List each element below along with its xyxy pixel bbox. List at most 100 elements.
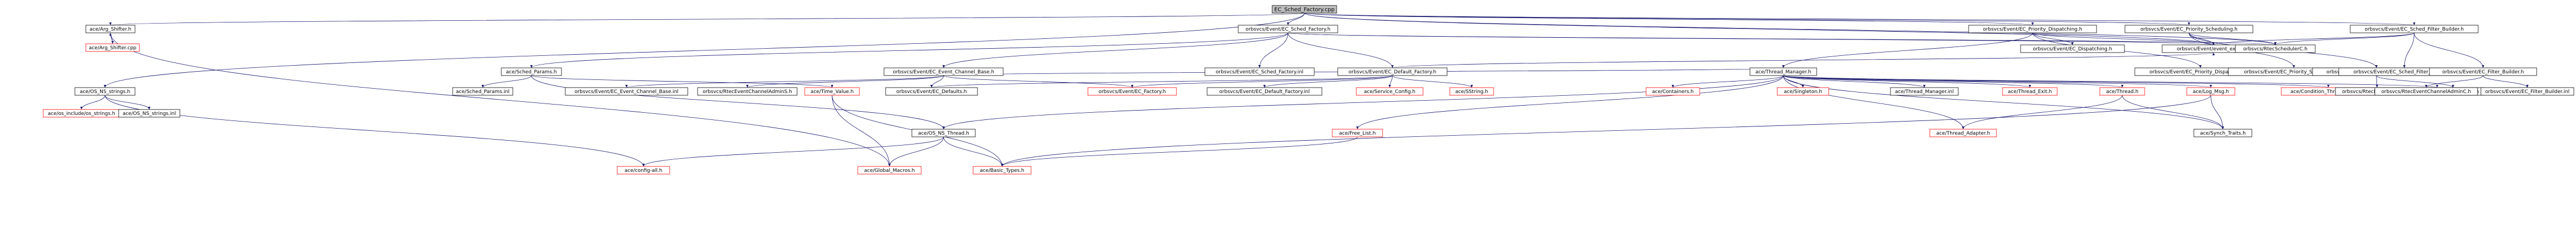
edge-ec-default-factory-h-to-ec-factory-h bbox=[1131, 75, 1393, 88]
edge-root-to-arg-shifter-h bbox=[109, 13, 1305, 26]
node-orbsvcs-event-ec-dispatching-h[interactable]: orbsvcs/Event/EC_Dispatching.h bbox=[2020, 44, 2125, 53]
edge-arg-shifter-h-to-global-macros-h bbox=[110, 32, 891, 167]
node-box bbox=[1337, 67, 1448, 76]
node-label: ace/Thread_Adapter.h bbox=[1936, 131, 1990, 136]
edge-os-ns-thread-h-to-global-macros-h bbox=[888, 136, 944, 167]
node-ace-thread-manager-h[interactable]: ace/Thread_Manager.h bbox=[1749, 67, 1817, 76]
node-ace-thread-exit-h[interactable]: ace/Thread_Exit.h bbox=[2002, 87, 2058, 96]
node-orbsvcs-event-ec-sched-filter-builder-h[interactable]: orbsvcs/Event/EC_Sched_Filter_Builder.h bbox=[2350, 25, 2479, 33]
edge-ec-scheduling-strategy-h-to-rtec-eventcommc-h bbox=[2375, 75, 2379, 88]
node-box bbox=[2235, 44, 2316, 53]
node-label: ace/OS_NS_strings.inl bbox=[122, 111, 175, 117]
edge-ec-sched-filter-builder-h-to-ec-sched-filter-builder-inl bbox=[2403, 32, 2415, 68]
node-box bbox=[85, 43, 140, 52]
node-label: ace/Sched_Params.h bbox=[506, 70, 557, 75]
node-ace-sched-params-h[interactable]: ace/Sched_Params.h bbox=[501, 67, 562, 76]
node-orbsvcs-rteceventchanneladminc-h[interactable]: orbsvcs/RtecEventChannelAdminC.h bbox=[2374, 87, 2478, 96]
edge-root-to-os-ns-strings-h bbox=[103, 13, 1305, 88]
node-orbsvcs-rtecschedulerc-h[interactable]: orbsvcs/RtecSchedulerC.h bbox=[2235, 44, 2316, 53]
edge-ec-default-factory-h-to-ec-default-factory-inl bbox=[1263, 75, 1393, 88]
node-ace-sstring-h[interactable]: ace/SString.h bbox=[1449, 87, 1494, 96]
node-label: orbsvcs/Event/EC_Default_Factory.h bbox=[1349, 70, 1436, 75]
edge-sched-params-h-to-time-value-h bbox=[531, 75, 833, 88]
node-orbsvcs-event-ec-filter-builder-inl[interactable]: orbsvcs/Event/EC_Filter_Builder.inl bbox=[2480, 87, 2574, 96]
node-box bbox=[883, 67, 1004, 76]
edge-os-ns-thread-h-to-config-all-h bbox=[642, 136, 944, 167]
node-label: orbsvcs/Event/EC_Priority_Dispatching.in… bbox=[2150, 70, 2251, 75]
node-label: ace/Thread_Exit.h bbox=[2008, 89, 2052, 95]
node-ace-os-ns-strings-inl[interactable]: ace/OS_NS_strings.inl bbox=[118, 109, 180, 118]
node-ace-sched-params-inl[interactable]: ace/Sched_Params.inl bbox=[452, 87, 513, 96]
edge-ec-event-channel-base-h-to-ec-event-channel-base-inl bbox=[625, 75, 944, 88]
node-ace-synch-traits-h[interactable]: ace/Synch_Traits.h bbox=[2193, 129, 2252, 137]
node-ace-thread-adapter-h[interactable]: ace/Thread_Adapter.h bbox=[1929, 129, 1997, 137]
node-ace-os-ns-strings-h[interactable]: ace/OS_NS_strings.h bbox=[74, 87, 136, 96]
node-label: ace/OS_NS_Thread.h bbox=[918, 131, 969, 136]
node-orbsvcs-event-ec-event-channel-base-h[interactable]: orbsvcs/Event/EC_Event_Channel_Base.h bbox=[883, 67, 1004, 76]
node-box bbox=[2099, 87, 2145, 96]
node-ace-os-ns-thread-h[interactable]: ace/OS_NS_Thread.h bbox=[911, 129, 976, 137]
node-ace-basic-types-h[interactable]: ace/Basic_Types.h bbox=[973, 166, 1032, 175]
edge-os-ns-strings-h-to-os-include-strings-h bbox=[80, 95, 106, 110]
node-label: orbsvcs/Event/EC_Sched_Filter_Builder.h bbox=[2364, 27, 2463, 32]
node-orbsvcs-event-ec-priority-dispatching-h[interactable]: orbsvcs/Event/EC_Priority_Dispatching.h bbox=[1968, 25, 2097, 33]
edge-ec-sched-factory-h-to-event-export-h bbox=[1287, 32, 2215, 45]
node-box bbox=[74, 87, 136, 96]
node-box bbox=[1332, 129, 1383, 137]
node-ace-arg-shifter-h[interactable]: ace/Arg_Shifter.h bbox=[85, 25, 136, 33]
node-label: ace/SString.h bbox=[1455, 89, 1488, 95]
node-ace-free-list-h[interactable]: ace/Free_List.h bbox=[1332, 129, 1383, 137]
node-ace-singleton-h[interactable]: ace/Singleton.h bbox=[1777, 87, 1829, 96]
edge-thread-manager-h-to-synch-traits-h bbox=[1783, 75, 2224, 130]
node-orbsvcs-event-ec-default-factory-inl[interactable]: orbsvcs/Event/EC_Default_Factory.inl bbox=[1207, 87, 1322, 96]
edge-ec-priority-dispatching-h-to-event-export-h bbox=[2032, 32, 2215, 45]
edge-ec-sched-factory-h-to-sched-params-h bbox=[530, 32, 1289, 68]
node-orbsvcs-event-ec-sched-factory-inl[interactable]: orbsvcs/Event/EC_Sched_Factory.inl bbox=[1204, 67, 1315, 76]
node-label: EC_Sched_Factory.cpp bbox=[1274, 7, 1334, 13]
edge-ec-priority-dispatching-h-to-thread-manager-h bbox=[1782, 32, 2033, 68]
node-orbsvcs-event-ec-event-channel-base-inl[interactable]: orbsvcs/Event/EC_Event_Channel_Base.inl bbox=[565, 87, 688, 96]
node-label: ace/Arg_Shifter.h bbox=[90, 27, 131, 32]
node-label: ace/os_include/os_strings.h bbox=[48, 111, 115, 117]
node-ace-containers-h[interactable]: ace/Containers.h bbox=[1646, 87, 1700, 96]
node-box bbox=[1968, 25, 2097, 33]
edge-os-ns-strings-h-to-config-all-h bbox=[104, 95, 645, 167]
node-ace-global-macros-h[interactable]: ace/Global_Macros.h bbox=[857, 166, 922, 175]
node-box bbox=[452, 87, 513, 96]
node-label: orbsvcs/Event/EC_Factory.h bbox=[1098, 89, 1166, 95]
edge-log-msg-h-to-synch-traits-h bbox=[2210, 95, 2224, 130]
edge-thread-manager-h-to-condition-thread-mutex-h bbox=[1783, 75, 2329, 88]
node-ace-time-value-h[interactable]: ace/Time_Value.h bbox=[804, 87, 860, 96]
node-label: ace/Free_List.h bbox=[1339, 131, 1376, 136]
node-ace-service-config-h[interactable]: ace/Service_Config.h bbox=[1356, 87, 1424, 96]
node-label: ace/Time_Value.h bbox=[811, 89, 854, 95]
node-orbsvcs-event-ec-factory-h[interactable]: orbsvcs/Event/EC_Factory.h bbox=[1087, 87, 1177, 96]
node-ace-arg-shifter-cpp[interactable]: ace/Arg_Shifter.cpp bbox=[85, 43, 140, 52]
node-orbsvcs-event-ec-default-factory-h[interactable]: orbsvcs/Event/EC_Default_Factory.h bbox=[1337, 67, 1448, 76]
node-ace-thread-manager-inl[interactable]: ace/Thread_Manager.inl bbox=[1890, 87, 1959, 96]
node-box bbox=[617, 166, 670, 175]
edge-sched-params-h-to-sched-params-inl bbox=[481, 75, 532, 88]
node-ace-os-include-os-strings-h[interactable]: ace/os_include/os_strings.h bbox=[43, 109, 120, 118]
node-orbsvcs-event-ec-defaults-h[interactable]: orbsvcs/Event/EC_Defaults.h bbox=[885, 87, 978, 96]
node-orbsvcs-event-ec-priority-scheduling-h[interactable]: orbsvcs/Event/EC_Priority_Scheduling.h bbox=[2124, 25, 2253, 33]
node-ace-thread-h[interactable]: ace/Thread.h bbox=[2099, 87, 2145, 96]
node-box bbox=[1272, 5, 1337, 14]
node-box bbox=[2186, 87, 2235, 96]
node-ace-config-all-h[interactable]: ace/config-all.h bbox=[617, 166, 670, 175]
node-box bbox=[857, 166, 922, 175]
node-orbsvcs-rteceventchanneladmins-h[interactable]: orbsvcs/RtecEventChannelAdminS.h bbox=[697, 87, 798, 96]
node-label: orbsvcs/RtecEventChannelAdminC.h bbox=[2381, 89, 2471, 95]
node-label: orbsvcs/Event/EC_Dispatching.h bbox=[2033, 47, 2112, 52]
node-label: orbsvcs/Event/EC_Filter_Builder.inl bbox=[2485, 89, 2569, 95]
node-orbsvcs-event-ec-sched-factory-h[interactable]: orbsvcs/Event/EC_Sched_Factory.h bbox=[1238, 25, 1338, 33]
node-box bbox=[973, 166, 1032, 175]
edge-time-value-h-to-global-macros-h bbox=[832, 95, 891, 167]
edge-thread-manager-h-to-os-ns-thread-h bbox=[942, 75, 1784, 130]
node-orbsvcs-event-ec-filter-builder-h[interactable]: orbsvcs/Event/EC_Filter_Builder.h bbox=[2429, 67, 2537, 76]
node-ace-log-msg-h[interactable]: ace/Log_Msg.h bbox=[2186, 87, 2235, 96]
node-label: orbsvcs/Event/EC_Priority_Scheduling.h bbox=[2140, 27, 2238, 32]
edge-thread-manager-h-to-free-list-h bbox=[1356, 75, 1784, 130]
node-label: orbsvcs/Event/EC_Priority_Dispatching.h bbox=[1983, 27, 2082, 32]
